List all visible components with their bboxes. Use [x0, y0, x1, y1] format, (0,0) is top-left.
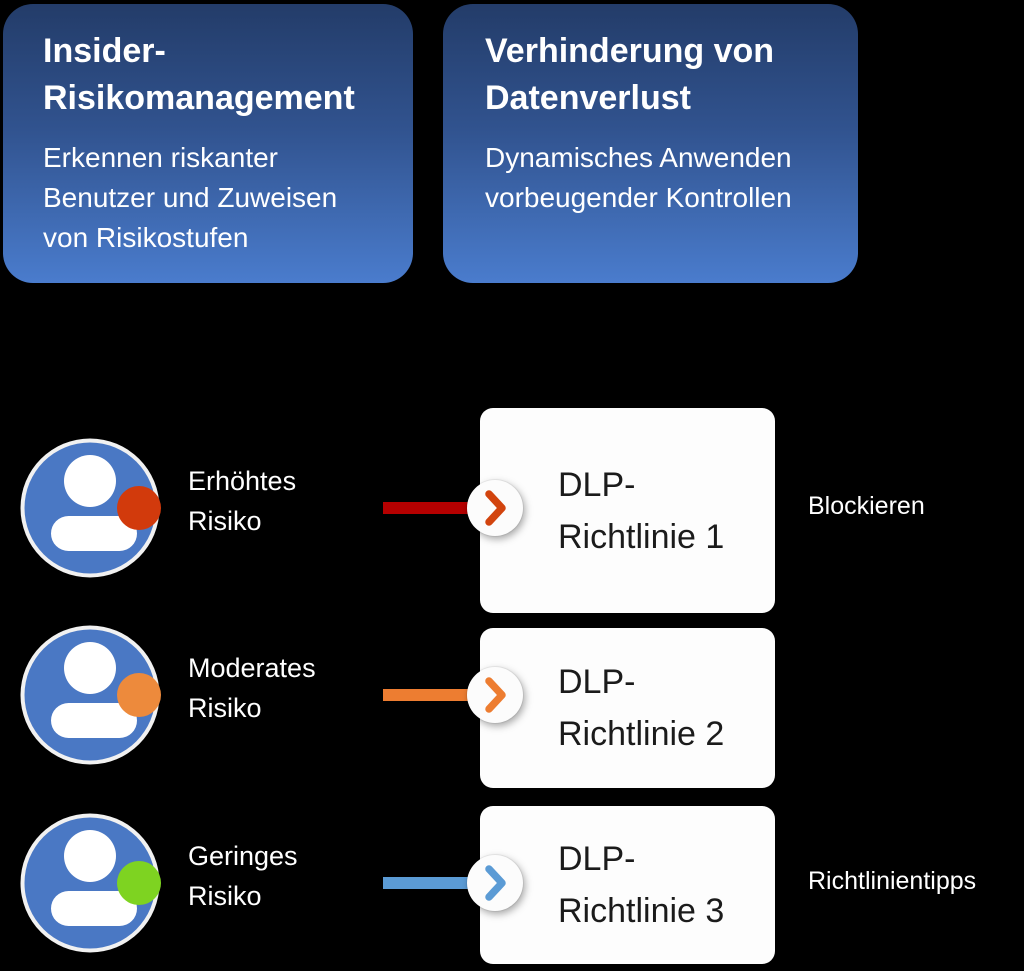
risk-level-badge-icon — [117, 673, 161, 717]
persona-icon — [20, 438, 161, 578]
dlp-policy-box: DLP- Richtlinie 3 — [480, 806, 775, 964]
dlp-policy-box: DLP- Richtlinie 1 — [480, 408, 775, 613]
connector-line — [383, 689, 471, 701]
chevron-right-icon — [467, 855, 523, 911]
card-title: Verhinderung von Datenverlust — [485, 32, 775, 117]
insider-risk-management-card: Insider- Risikomanagement Erkennen riska… — [3, 4, 413, 283]
risk-label: Erhöhtes Risiko — [188, 466, 297, 536]
risk-level-badge-icon — [117, 861, 161, 905]
card-subtitle: Erkennen riskanter Benutzer und Zuweisen… — [43, 142, 338, 253]
dlp-policy-box: DLP- Richtlinie 2 — [480, 628, 775, 788]
chevron-right-icon — [467, 667, 523, 723]
risk-label: Geringes Risiko — [188, 841, 298, 911]
persona-icon — [20, 625, 161, 765]
action-label: Richtlinientipps — [808, 866, 977, 895]
card-title: Insider- Risikomanagement — [43, 32, 355, 117]
dlp-policy-label: DLP- Richtlinie 2 — [558, 663, 725, 753]
connector-line — [383, 502, 471, 514]
risk-label: Moderates Risiko — [188, 653, 316, 723]
connector-line — [383, 877, 471, 889]
chevron-right-icon — [467, 480, 523, 536]
action-label: Blockieren — [808, 491, 925, 520]
card-subtitle: Dynamisches Anwenden vorbeugender Kontro… — [485, 142, 792, 213]
persona-icon — [20, 813, 161, 953]
dlp-policy-label: DLP- Richtlinie 3 — [558, 840, 725, 930]
dlp-policy-label: DLP- Richtlinie 1 — [558, 465, 725, 556]
data-loss-prevention-card: Verhinderung von Datenverlust Dynamische… — [443, 4, 858, 283]
risk-level-badge-icon — [117, 486, 161, 530]
